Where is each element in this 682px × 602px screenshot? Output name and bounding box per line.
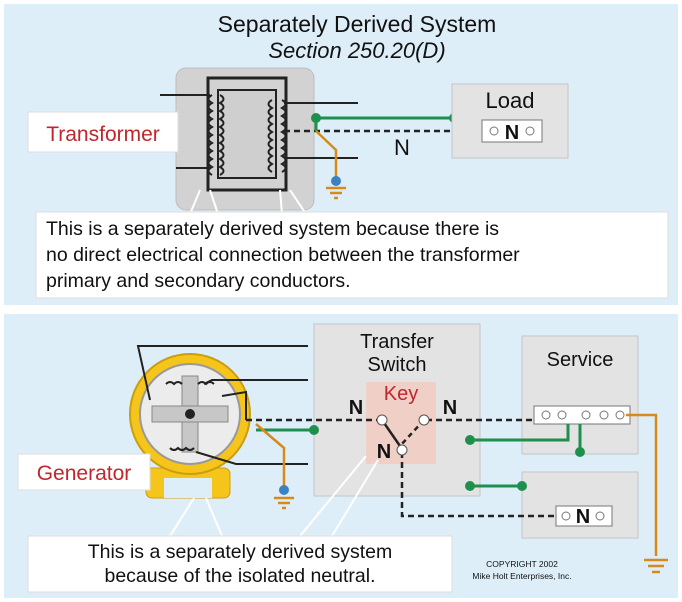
switch-neutral-right: N [443, 397, 457, 419]
bottom-note-line: because of the isolated neutral. [104, 565, 375, 587]
neutral-wire-label: N [394, 135, 410, 160]
copyright-line: COPYRIGHT 2002 [486, 559, 558, 569]
generator-grounding-conductor [255, 423, 286, 486]
key-label: Key [384, 383, 418, 405]
transfer-switch-label: Switch [368, 354, 427, 376]
switch-neutral-lower: N [377, 441, 391, 463]
ground-symbol [274, 485, 294, 510]
ground-symbol [326, 176, 346, 200]
copyright-line: Mike Holt Enterprises, Inc. [472, 571, 571, 581]
secondary-leads [284, 102, 358, 159]
generator-label: Generator [37, 462, 132, 485]
lower-load-neutral-bar [555, 505, 613, 527]
transformer-label-box [27, 111, 179, 153]
generator-conductors [136, 345, 308, 465]
transformer-core [206, 76, 288, 192]
bottom-note-box [27, 535, 453, 593]
top-note-line: no direct electrical connection between … [46, 244, 520, 266]
bottom-green-conductors [256, 424, 582, 488]
ground-symbol [644, 558, 668, 574]
lower-load-neutral-terminal: N [576, 506, 590, 528]
bond-point [311, 113, 321, 123]
diagram-title: Separately Derived System [218, 11, 497, 37]
service-grounding-conductor [626, 413, 658, 556]
bottom-note-line: This is a separately derived system [88, 541, 393, 563]
transfer-switch-label: Transfer [360, 331, 434, 353]
switch-neutral-left: N [349, 397, 363, 419]
primary-coil [207, 94, 225, 176]
primary-leads [160, 94, 210, 169]
diagram-subtitle: Section 250.20(D) [268, 38, 445, 63]
top-note-box [35, 211, 669, 299]
secondary-coil [267, 99, 287, 173]
top-note-line: This is a separately derived system beca… [46, 218, 499, 240]
top-note-line: primary and secondary conductors. [46, 270, 351, 292]
load-label: Load [486, 88, 535, 113]
load-neutral-terminal: N [505, 122, 519, 144]
lower-load-panel [521, 471, 639, 539]
generator-label-box [17, 453, 151, 491]
transformer-label: Transformer [46, 123, 160, 146]
service-label: Service [547, 349, 614, 371]
load-neutral-bar [481, 119, 543, 143]
top-grounding-conductor [315, 130, 338, 178]
